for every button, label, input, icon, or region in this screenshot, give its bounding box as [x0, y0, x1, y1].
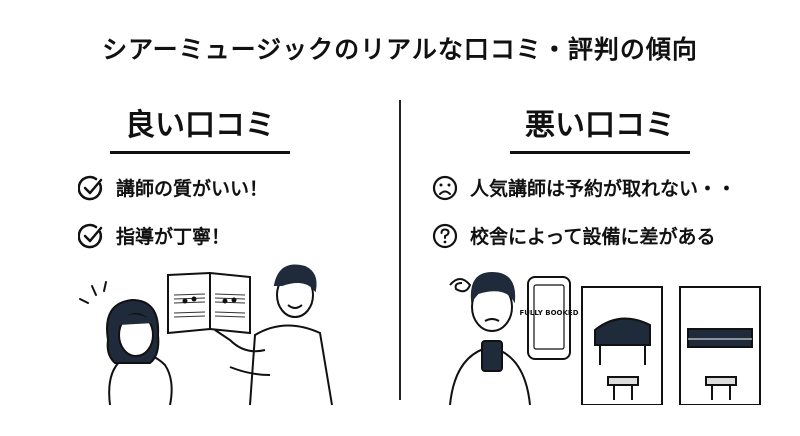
- center-divider: [399, 100, 401, 400]
- bad-reviews-heading: 悪い口コミ: [510, 100, 690, 154]
- phone-fully-booked-text: FULLY BOOKED: [519, 309, 578, 317]
- teacher-figure: [214, 264, 333, 405]
- question-circle-icon: [432, 223, 458, 248]
- good-heading-underline: [110, 151, 290, 154]
- student-figure: [106, 298, 173, 405]
- phone-fully-booked: [527, 276, 571, 360]
- bad-reviews-heading-text: 悪い口コミ: [525, 108, 675, 143]
- dizzy-swirl-icon: [449, 278, 472, 293]
- good-review-text-2: 指導が丁寧！: [116, 226, 231, 248]
- booking-facility-illustration: FULLY BOOKED: [449, 271, 761, 405]
- good-review-item-2: 指導が丁寧！: [78, 222, 230, 249]
- music-book: [167, 271, 251, 335]
- teacher-student-illustration: [79, 264, 333, 405]
- good-reviews-heading: 良い口コミ: [110, 100, 290, 154]
- sad-face-icon: [432, 175, 458, 200]
- bad-review-item-1: 人気講師は予約が取れない・・: [432, 174, 736, 201]
- bad-review-text-2: 校舎によって設備に差がある: [470, 226, 716, 248]
- bad-heading-underline: [510, 151, 690, 154]
- piano-room: [581, 286, 663, 405]
- surprise-marks: [79, 281, 107, 304]
- worried-person-figure: [449, 271, 531, 405]
- bad-review-item-2: 校舎によって設備に差がある: [432, 222, 715, 249]
- keyboard-room: [679, 286, 761, 405]
- check-circle-icon: [78, 223, 103, 248]
- check-circle-icon: [78, 175, 103, 200]
- good-review-item-1: 講師の質がいい！: [78, 174, 268, 201]
- bad-review-text-1: 人気講師は予約が取れない・・: [470, 178, 737, 200]
- good-reviews-heading-text: 良い口コミ: [125, 108, 275, 143]
- page-title: シアーミュージックのリアルな口コミ・評判の傾向: [102, 35, 698, 64]
- good-review-text-1: 講師の質がいい！: [116, 178, 269, 200]
